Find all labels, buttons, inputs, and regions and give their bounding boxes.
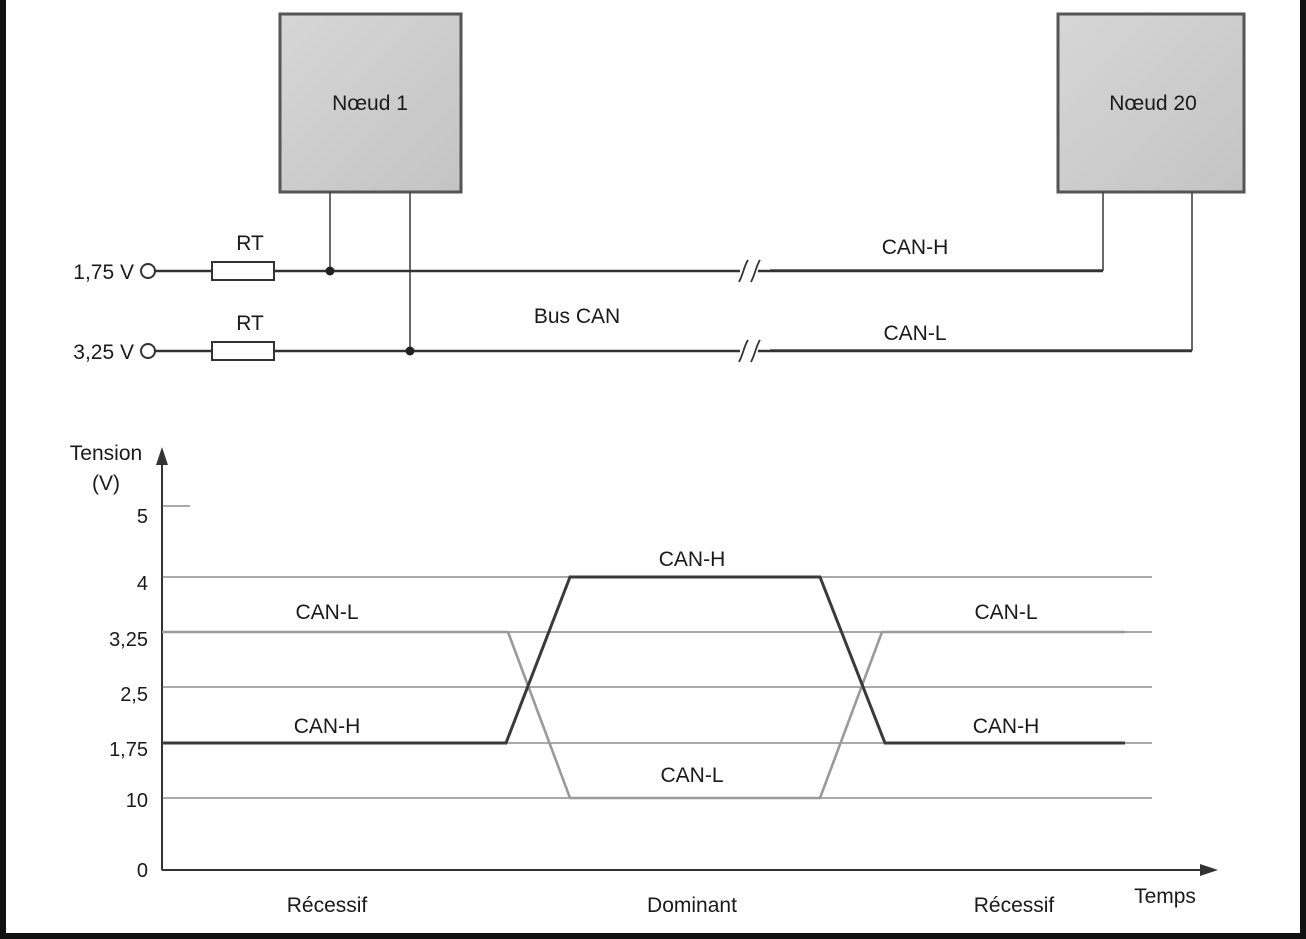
- y-tick-label: 4: [137, 573, 148, 595]
- can-l-recessive-right-label: CAN-L: [974, 601, 1037, 624]
- phase-dominant: Dominant: [647, 894, 737, 917]
- break-mark-canh: [738, 259, 761, 283]
- can-h-dominant-label: CAN-H: [659, 548, 726, 571]
- can-h-signal: [162, 575, 1125, 745]
- junction-canl: [405, 346, 415, 356]
- y-axis-arrow: [156, 447, 168, 465]
- terminal-low-label: 3,25 V: [73, 341, 134, 364]
- node-20-label: Nœud 20: [1109, 92, 1197, 115]
- rt-top-label: RT: [236, 232, 264, 255]
- resistor-rt-top: [211, 261, 275, 281]
- x-axis-arrow: [1200, 864, 1218, 876]
- phase-recessive-left: Récessif: [287, 894, 368, 917]
- y-tick-label: 2,5: [120, 684, 148, 706]
- terminal-low: [140, 343, 156, 359]
- y-tick-label: 10: [126, 790, 148, 812]
- node-1-label: Nœud 1: [332, 92, 408, 115]
- node-1-box: [278, 12, 463, 194]
- y-tick-label: 5: [137, 506, 148, 528]
- phase-recessive-right: Récessif: [974, 894, 1055, 917]
- break-mark-canl: [738, 339, 761, 363]
- x-axis-title: Temps: [1134, 885, 1196, 908]
- junction-canh: [325, 266, 335, 276]
- bus-can-label: Bus CAN: [534, 305, 620, 328]
- rt-bottom-label: RT: [236, 312, 264, 335]
- can-l-wire-label: CAN-L: [883, 322, 946, 345]
- y-tick-label: 1,75: [109, 739, 148, 761]
- y-axis-title-line1: Tension: [70, 442, 142, 465]
- can-h-recessive-right-label: CAN-H: [973, 715, 1040, 738]
- node-20-box: [1056, 12, 1246, 194]
- terminal-high-label: 1,75 V: [73, 261, 134, 284]
- can-l-dominant-label: CAN-L: [660, 764, 723, 787]
- y-tick-label: 3,25: [109, 629, 148, 651]
- can-h-wire-label: CAN-H: [882, 236, 949, 259]
- y-tick-label: 0: [137, 860, 148, 882]
- terminal-high: [140, 263, 156, 279]
- can-h-recessive-left-label: CAN-H: [294, 715, 361, 738]
- y-axis-title-line2: (V): [92, 472, 120, 495]
- can-l-signal: [162, 630, 1125, 800]
- resistor-rt-bottom: [211, 341, 275, 361]
- can-l-recessive-left-label: CAN-L: [295, 601, 358, 624]
